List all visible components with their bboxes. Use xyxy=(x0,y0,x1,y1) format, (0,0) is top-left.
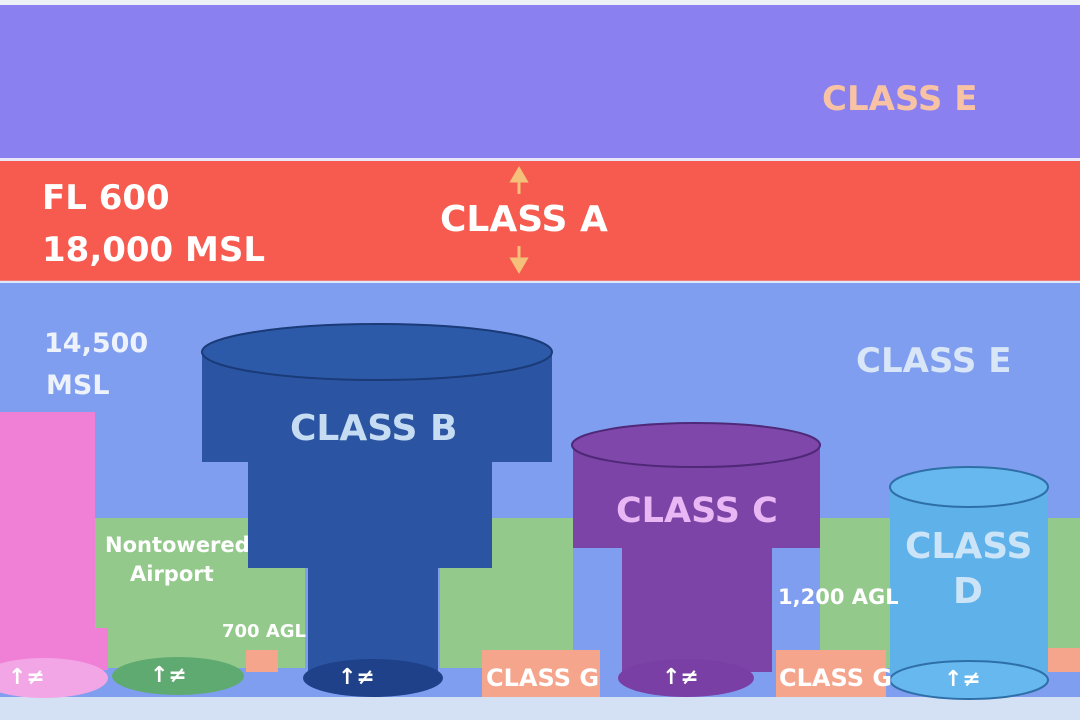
class-g-strip-1 xyxy=(482,650,600,698)
msl-14500-label-line1: 14,500 xyxy=(44,328,149,359)
class-d-label-line1: CLASS xyxy=(905,526,1033,567)
class-g-strip-3 xyxy=(1048,648,1080,672)
class-c-shelves xyxy=(573,445,820,672)
airport-class-b xyxy=(303,659,443,697)
class-g-strip-2 xyxy=(776,650,886,698)
airport-pink xyxy=(0,658,108,698)
class-e-surface-area xyxy=(95,518,305,668)
airport-symbol-pink: ↑≠ xyxy=(8,665,45,690)
airport-symbol-nontowered: ↑≠ xyxy=(150,663,187,688)
airport-class-c xyxy=(618,659,754,697)
agl-700-label: 700 AGL xyxy=(222,621,307,642)
nontowered-label-line2: Airport xyxy=(130,562,214,586)
airport-nontowered xyxy=(112,657,244,695)
fl600-label: FL 600 xyxy=(42,178,170,218)
class-g-label-2: CLASS G xyxy=(779,664,893,692)
class-a-down-arrow xyxy=(509,246,529,274)
msl-18000-label: 18,000 MSL xyxy=(42,230,266,270)
class-b-label: CLASS B xyxy=(290,408,458,449)
class-c-label: CLASS C xyxy=(616,491,778,531)
class-b-top xyxy=(201,323,553,381)
class-a-up-arrow xyxy=(509,166,529,194)
class-e-upper-band xyxy=(0,5,1080,158)
class-d-label-line2: D xyxy=(953,571,983,612)
class-g-strip-700 xyxy=(246,650,278,672)
msl-14500-label-line2: MSL xyxy=(46,370,110,401)
class-e-upper-label: CLASS E xyxy=(822,79,978,119)
airport-symbol-class-d: ↑≠ xyxy=(944,667,981,692)
class-c-top xyxy=(571,422,821,468)
airport-class-d xyxy=(889,660,1049,700)
agl-1200-label: 1,200 AGL xyxy=(778,585,899,609)
class-b-shelves xyxy=(202,352,552,672)
class-g-label-1: CLASS G xyxy=(486,664,600,692)
airport-symbol-class-c: ↑≠ xyxy=(662,665,699,690)
class-a-band xyxy=(0,161,1080,281)
class-d-body xyxy=(890,487,1048,675)
class-d-top xyxy=(889,466,1049,508)
class-e-lower-label: CLASS E xyxy=(856,341,1012,381)
nontowered-label-line1: Nontowered xyxy=(105,533,250,557)
class-a-label: CLASS A xyxy=(440,199,608,240)
ground-band xyxy=(0,697,1080,720)
pink-airspace xyxy=(0,412,108,670)
airport-symbol-class-b: ↑≠ xyxy=(338,665,375,690)
